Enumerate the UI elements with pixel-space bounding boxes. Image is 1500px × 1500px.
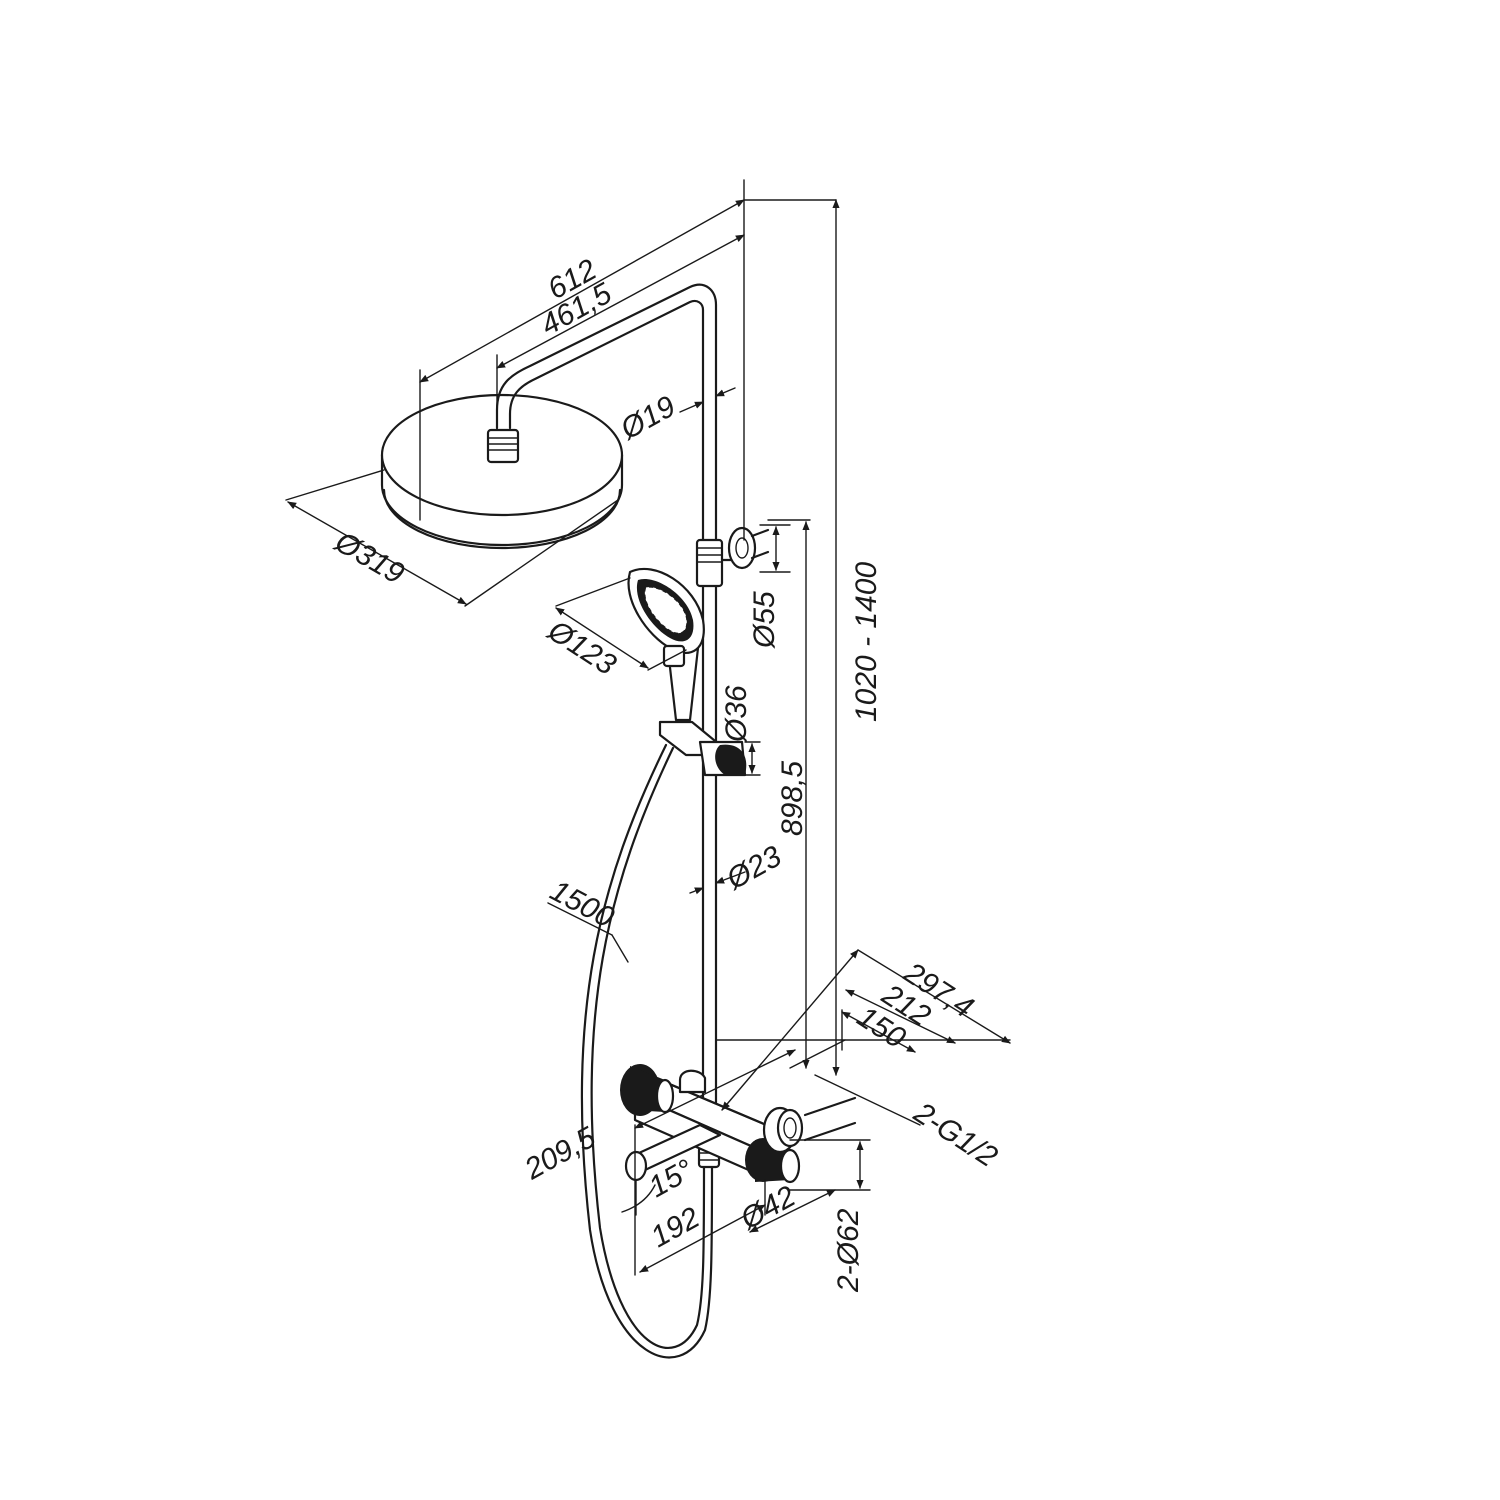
dim-height-range: 1020 - 1400: [850, 562, 883, 722]
head-connector: [486, 428, 520, 464]
dim-diameter-23: Ø23: [721, 840, 788, 897]
dim-hose-1500: 1500: [545, 874, 620, 935]
diverter-lever: [678, 1069, 707, 1094]
dim-diameter-36: Ø36: [720, 685, 753, 743]
slider-holder: [658, 720, 747, 777]
bath-spout: [624, 1123, 722, 1182]
dim-2-g1-2: 2-G1/2: [907, 1096, 1003, 1174]
dim-2-diameter-62: 2-Ø62: [832, 1208, 865, 1293]
pipe-coupling-upper: [695, 538, 724, 588]
dim-209-5: 209,5: [519, 1121, 602, 1187]
dim-898-5: 898,5: [776, 761, 809, 836]
dim-192: 192: [645, 1201, 705, 1254]
shower-hose: [580, 743, 714, 1359]
dim-diameter-42: Ø42: [735, 1180, 802, 1237]
wall-bracket: [720, 526, 770, 570]
dim-diameter-319: Ø319: [329, 525, 410, 591]
wall-connector: [762, 1096, 857, 1154]
dimension-lines: [285, 179, 1011, 1276]
dim-diameter-19: Ø19: [615, 390, 682, 447]
hand-shower: [627, 567, 705, 722]
left-control-knob: [620, 1064, 675, 1116]
dim-diameter-55: Ø55: [748, 591, 781, 649]
rain-shower-head: [380, 393, 624, 550]
